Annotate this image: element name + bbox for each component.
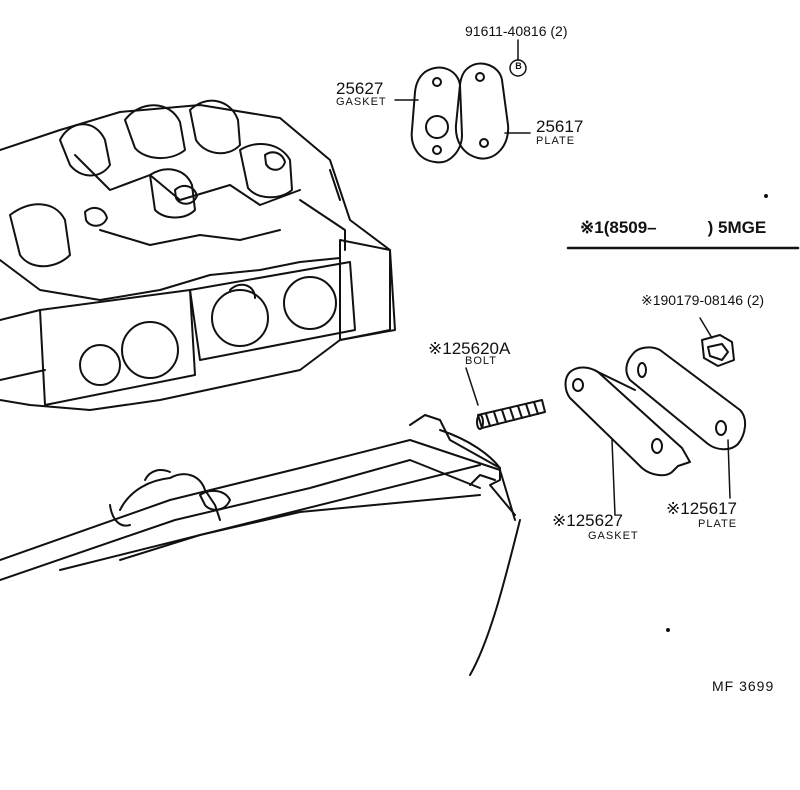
lower-gasket xyxy=(564,366,691,477)
part-number-nut: ※190179-08146 (2) xyxy=(641,292,765,308)
part-name-stud-bolt: BOLT xyxy=(465,355,497,367)
cylinder-head xyxy=(0,99,396,411)
part-number-gasket-upper: 25627 xyxy=(336,79,384,98)
stud-bolt xyxy=(476,399,546,430)
lower-plate xyxy=(625,346,746,451)
part-number-plate-upper: 25617 xyxy=(536,117,584,136)
part-name-gasket-lower: GASKET xyxy=(588,530,639,542)
callout-b-label: B xyxy=(515,61,522,71)
part-name-plate-upper: PLATE xyxy=(536,135,576,147)
upper-plate xyxy=(454,62,510,160)
upper-gasket xyxy=(410,66,463,164)
part-number-stud-bolt: ※125620A xyxy=(428,339,511,358)
part-number-bolt-upper: 91611-40816 (2) xyxy=(465,23,568,39)
part-name-plate-lower: PLATE xyxy=(698,518,738,530)
applicability-header: ※1(8509– ) 5MGE xyxy=(580,218,767,237)
part-number-plate-lower: ※125617 xyxy=(666,499,737,518)
part-number-gasket-lower: ※125627 xyxy=(552,511,623,530)
callout-b-circle xyxy=(509,59,527,77)
flange-nut xyxy=(699,317,735,367)
manifold-casting xyxy=(0,414,521,676)
part-name-gasket-upper: GASKET xyxy=(336,96,387,108)
figure-code: MF 3699 xyxy=(712,678,775,694)
